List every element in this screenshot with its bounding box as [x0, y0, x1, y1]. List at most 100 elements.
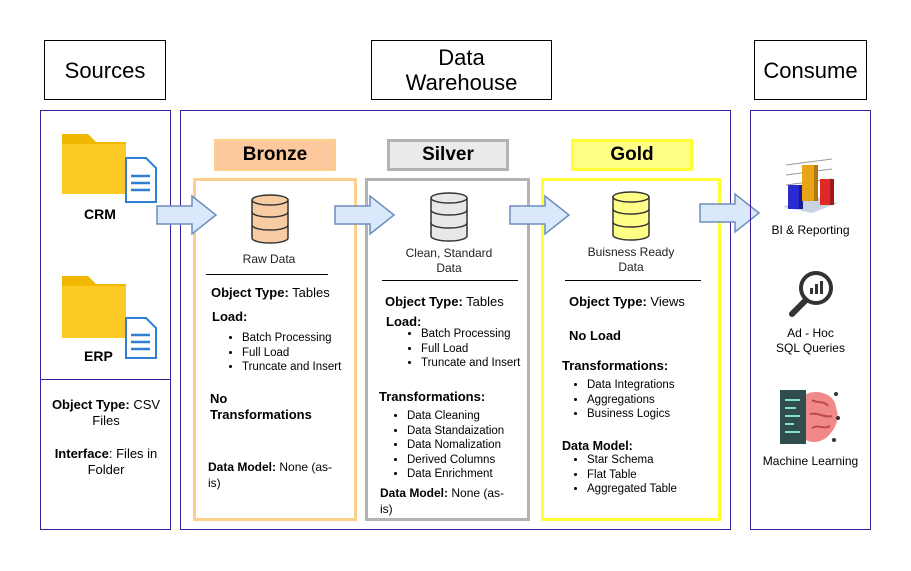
- gold-divider: [565, 280, 701, 281]
- bronze-database-icon: [251, 194, 289, 244]
- erp-folder-icon: [62, 276, 157, 359]
- magnifier-icon: [789, 271, 833, 317]
- crm-label: CRM: [84, 206, 116, 222]
- bi-reporting-label: BI & Reporting: [771, 223, 850, 237]
- consume-panel: [750, 110, 871, 530]
- sql-line1: Ad - Hoc: [787, 326, 834, 340]
- gold-object-type-value: Views: [646, 294, 685, 309]
- bronze-object-type-value: Tables: [288, 285, 330, 300]
- crm-folder-icon: [62, 134, 157, 203]
- bar-chart-icon: [783, 158, 838, 213]
- bronze-title-text: Bronze: [242, 144, 308, 165]
- list-item: Data Enrichment: [407, 467, 525, 482]
- gold-title: Gold: [571, 139, 693, 171]
- warehouse-header-line2: Warehouse: [405, 70, 518, 95]
- list-item: Truncate and Insert: [421, 356, 529, 371]
- list-item: Batch Processing: [242, 331, 350, 346]
- erp-document-icon: [125, 317, 157, 359]
- bronze-transform-line2: Transformations: [210, 407, 312, 422]
- sources-divider: [40, 379, 171, 380]
- silver-data-model: Data Model: None (as-is): [380, 485, 515, 517]
- silver-subtitle-line2: Data: [436, 261, 462, 275]
- sources-interface: Interface: Files in Folder: [44, 446, 168, 478]
- silver-model-label: Data Model:: [380, 486, 449, 500]
- bronze-load-list: Batch Processing Full Load Truncate and …: [210, 331, 350, 375]
- bronze-object-type: Object Type: Tables: [211, 285, 330, 301]
- list-item: Derived Columns: [407, 453, 525, 468]
- silver-model-value: None (as-is): [380, 486, 505, 516]
- consume-header-text: Consume: [763, 57, 858, 83]
- silver-divider: [382, 280, 518, 281]
- sources-header: Sources: [44, 40, 166, 100]
- machine-learning-label: Machine Learning: [762, 454, 859, 468]
- data-warehouse-header: Data Warehouse: [371, 40, 552, 100]
- bronze-layer: [193, 178, 357, 521]
- sources-interface-value: : Files in Folder: [87, 446, 158, 477]
- gold-object-type: Object Type: Views: [569, 294, 685, 310]
- arrow-right-icon: [699, 192, 761, 234]
- silver-object-type-value: Tables: [462, 294, 504, 309]
- list-item: Data Nomalization: [407, 438, 525, 453]
- bronze-model-value: None (as-is): [208, 460, 333, 490]
- sources-interface-label: Interface: [54, 446, 109, 461]
- list-item: Business Logics: [587, 407, 715, 422]
- crm-document-icon: [125, 157, 157, 203]
- silver-database-icon: [430, 192, 468, 242]
- bronze-model-label: Data Model:: [208, 460, 277, 474]
- brain-icon: [780, 390, 840, 444]
- bronze-transform-line1: No: [210, 391, 228, 406]
- gold-title-text: Gold: [610, 144, 654, 165]
- list-item: Flat Table: [587, 468, 715, 483]
- gold-model-list: Star Schema Flat Table Aggregated Table: [555, 453, 715, 497]
- bronze-data-model: Data Model: None (as-is): [208, 459, 338, 491]
- list-item: Data Cleaning: [407, 409, 525, 424]
- arrow-right-icon: [509, 194, 571, 236]
- warehouse-panel: [180, 110, 731, 530]
- silver-title-text: Silver: [422, 144, 474, 165]
- silver-load-label: Load:: [386, 314, 422, 329]
- list-item: Batch Processing: [421, 327, 529, 342]
- gold-object-type-label: Object Type:: [569, 294, 647, 309]
- silver-title: Silver: [387, 139, 509, 171]
- bronze-transformations: No Transformations: [210, 391, 312, 423]
- bronze-title: Bronze: [214, 139, 336, 171]
- silver-transform-label: Transformations:: [379, 389, 486, 404]
- bronze-load-label: Load:: [212, 309, 248, 324]
- gold-transform-label: Transformations:: [562, 358, 669, 373]
- list-item: Truncate and Insert: [242, 360, 350, 375]
- arrow-right-icon: [156, 194, 218, 236]
- gold-model-label: Data Model:: [562, 439, 633, 453]
- gold-subtitle-line2: Data: [618, 260, 644, 274]
- arrow-right-icon: [334, 194, 396, 236]
- list-item: Full Load: [421, 342, 529, 357]
- gold-transform-list: Data Integrations Aggregations Business …: [555, 378, 715, 422]
- bronze-divider: [206, 274, 328, 275]
- silver-subtitle-line1: Clean, Standard: [405, 246, 493, 260]
- erp-label: ERP: [84, 348, 113, 364]
- list-item: Star Schema: [587, 453, 715, 468]
- list-item: Aggregations: [587, 393, 715, 408]
- list-item: Aggregated Table: [587, 482, 715, 497]
- consume-header: Consume: [754, 40, 867, 100]
- silver-object-type-label: Object Type:: [385, 294, 463, 309]
- list-item: Data Standaization: [407, 424, 525, 439]
- sources-header-text: Sources: [64, 57, 146, 83]
- gold-subtitle-line1: Buisness Ready: [587, 245, 675, 259]
- gold-load-label: No Load: [569, 328, 621, 343]
- sources-object-type-label: Object Type:: [51, 397, 130, 412]
- sources-object-type-value: CSV Files: [92, 397, 161, 428]
- gold-database-icon: [612, 191, 650, 241]
- bronze-subtitle: Raw Data: [242, 252, 296, 266]
- gold-layer: [541, 178, 721, 521]
- sql-queries-label: Ad - Hoc SQL Queries: [752, 326, 869, 356]
- silver-layer: [365, 178, 530, 521]
- silver-transform-list: Data Cleaning Data Standaization Data No…: [375, 409, 525, 482]
- sources-panel: [40, 110, 171, 530]
- silver-load-list: Batch Processing Full Load Truncate and …: [389, 327, 529, 371]
- gold-subtitle: Buisness Ready Data: [568, 245, 694, 275]
- warehouse-header-line1: Data: [438, 45, 485, 70]
- bronze-object-type-label: Object Type:: [211, 285, 289, 300]
- silver-subtitle: Clean, Standard Data: [386, 246, 512, 276]
- list-item: Full Load: [242, 346, 350, 361]
- sql-line2: SQL Queries: [776, 341, 845, 355]
